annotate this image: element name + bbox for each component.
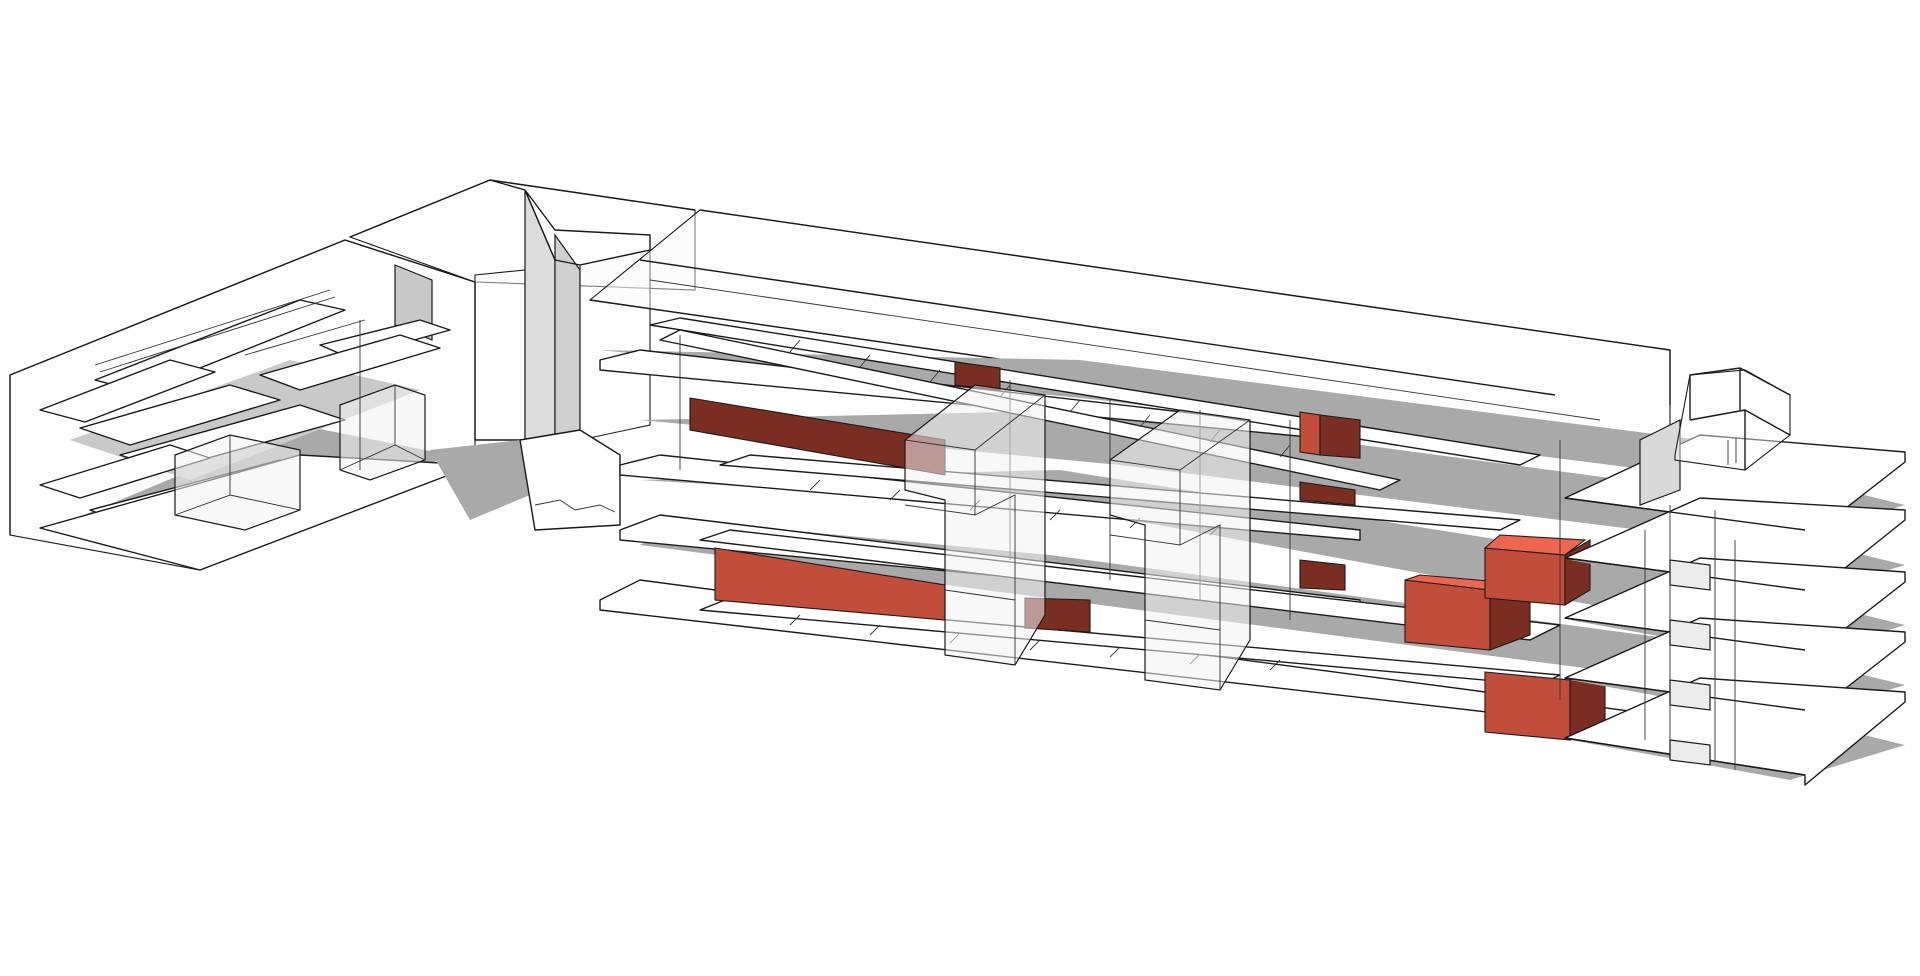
glass-core-left-edges (904, 394, 1046, 665)
right-core-1 (1669, 559, 1711, 591)
red-volume-small-2 (1299, 559, 1346, 591)
left-platform-top-2 (39, 359, 216, 423)
connector-bridge (519, 429, 621, 531)
main-building (588, 209, 1811, 749)
connector-block (348, 179, 696, 531)
red-box-lower-front (1484, 671, 1571, 741)
red-volume-column-side (1319, 414, 1361, 459)
red-volume-small-1 (1299, 481, 1356, 506)
left-glass-cube-1 (174, 434, 301, 531)
right-tower (1564, 367, 1906, 786)
red-volume-column-front (1299, 411, 1321, 456)
left-stair-lines (94, 289, 366, 470)
left-wing-roof-edge (9, 239, 476, 376)
connector-frame (474, 179, 651, 441)
left-glass-cube-1-edges (174, 435, 301, 516)
connector-front-face (474, 269, 526, 441)
main-roof-inner (649, 279, 1601, 421)
right-core-4 (1669, 739, 1711, 766)
roof-pavilion-openings (1727, 438, 1737, 465)
red-box-upper-front (1484, 547, 1566, 606)
left-platform-top-4 (259, 334, 441, 391)
roof-pavilion-edges (1689, 367, 1791, 470)
roof-pavilion-wall-1 (1639, 419, 1681, 506)
left-wing (9, 239, 476, 571)
connector-bridge-detail (534, 499, 616, 513)
right-core-3 (1669, 679, 1711, 711)
left-glass-cube-2-edges (339, 385, 426, 471)
right-core-2 (1669, 619, 1711, 651)
left-platform-mid-1 (79, 384, 281, 446)
connector-wedge-2 (554, 233, 581, 441)
red-box-large-front (1404, 579, 1491, 651)
glass-core-right-edges (1109, 419, 1251, 690)
connector-bridge-shadow (430, 440, 530, 520)
